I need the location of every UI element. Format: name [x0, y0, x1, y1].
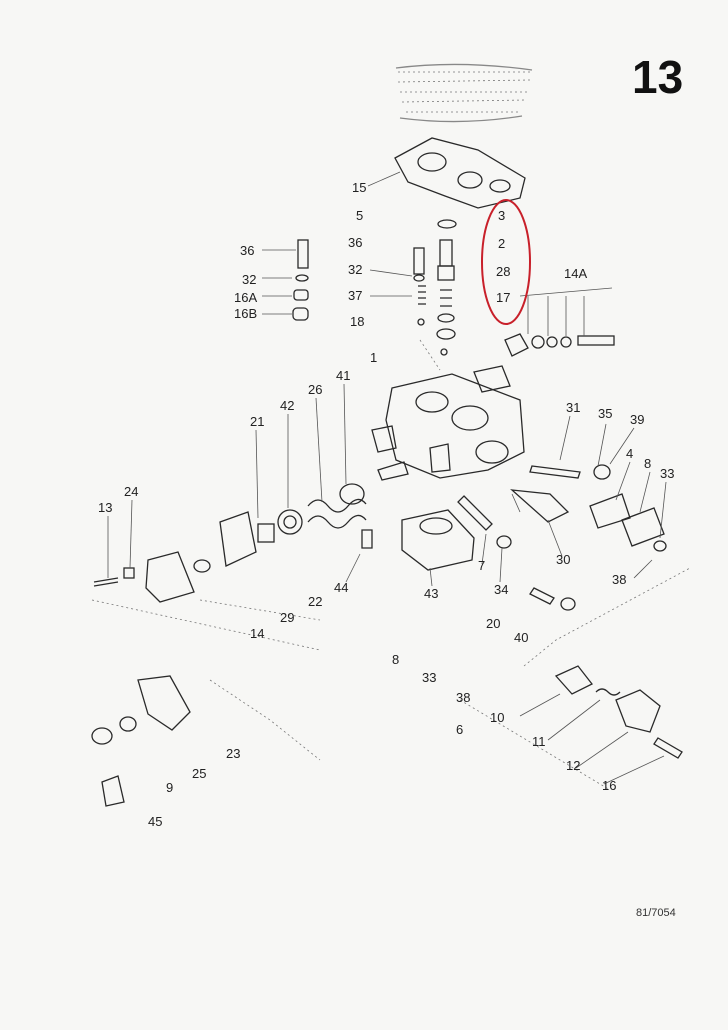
label-18: 18: [350, 314, 364, 329]
drawing-reference: 81/7054: [636, 907, 676, 919]
air-filter-fragment: [395, 63, 533, 123]
needle-valve-stack: [413, 219, 457, 356]
label-39: 39: [630, 412, 644, 427]
label-25: 25: [192, 766, 206, 781]
float-needle-parts: [292, 239, 309, 321]
throttle-base-43: [361, 509, 475, 571]
lower-left-parts: [91, 675, 191, 807]
callout-labels: 15 5 36 36 3 2 32 32 28 14A 16A 37 17 16…: [98, 180, 674, 829]
label-5: 5: [356, 208, 363, 223]
label-35: 35: [598, 406, 612, 421]
label-15: 15: [352, 180, 366, 195]
label-16A: 16A: [234, 290, 257, 305]
label-20: 20: [486, 616, 500, 631]
label-32: 32: [348, 262, 362, 277]
label-6: 6: [456, 722, 463, 737]
label-37: 37: [348, 288, 362, 303]
highlight-circle: [481, 199, 531, 325]
label-41: 41: [336, 368, 350, 383]
pump-jet-7: [457, 495, 512, 549]
label-8-lower: 8: [392, 652, 399, 667]
label-14A: 14A: [564, 266, 587, 281]
label-32-left: 32: [242, 272, 256, 287]
spring-parts: [307, 483, 367, 529]
assembly-lines: [91, 339, 611, 791]
label-42: 42: [280, 398, 294, 413]
label-17: 17: [496, 290, 510, 305]
label-28: 28: [496, 264, 510, 279]
sleeve-42: [277, 509, 303, 535]
label-12: 12: [566, 758, 580, 773]
label-7: 7: [478, 558, 485, 573]
label-23: 23: [226, 746, 240, 761]
label-21: 21: [250, 414, 264, 429]
label-38: 38: [612, 572, 626, 587]
label-8: 8: [644, 456, 651, 471]
carburettor-body: [371, 365, 525, 481]
accelerator-pump-assembly: [523, 567, 691, 759]
label-16B: 16B: [234, 306, 257, 321]
page-number: 13: [632, 51, 683, 103]
label-22: 22: [308, 594, 322, 609]
label-4: 4: [626, 446, 633, 461]
label-36: 36: [348, 235, 362, 250]
label-29: 29: [280, 610, 294, 625]
label-38-lower: 38: [456, 690, 470, 705]
label-26: 26: [308, 382, 322, 397]
label-45: 45: [148, 814, 162, 829]
label-10: 10: [490, 710, 504, 725]
label-9: 9: [166, 780, 173, 795]
parts-14A: [504, 287, 615, 357]
leader-lines: [107, 171, 667, 785]
label-13: 13: [98, 500, 112, 515]
screw-parts-20: [529, 587, 576, 611]
label-11: 11: [532, 734, 546, 749]
gasket-15: [394, 137, 526, 209]
plate-21: [219, 511, 275, 567]
label-31: 31: [566, 400, 580, 415]
label-34: 34: [494, 582, 508, 597]
label-14: 14: [250, 626, 264, 641]
label-44: 44: [334, 580, 348, 595]
lever-assembly: [93, 551, 211, 603]
label-1: 1: [370, 350, 377, 365]
label-40: 40: [514, 630, 528, 645]
label-33: 33: [660, 466, 674, 481]
label-2: 2: [498, 236, 505, 251]
label-30: 30: [556, 552, 570, 567]
label-24: 24: [124, 484, 138, 499]
label-3: 3: [498, 208, 505, 223]
right-side-parts: [510, 464, 667, 552]
label-16: 16: [602, 778, 616, 793]
label-43: 43: [424, 586, 438, 601]
label-33-lower: 33: [422, 670, 436, 685]
label-36-left: 36: [240, 243, 254, 258]
